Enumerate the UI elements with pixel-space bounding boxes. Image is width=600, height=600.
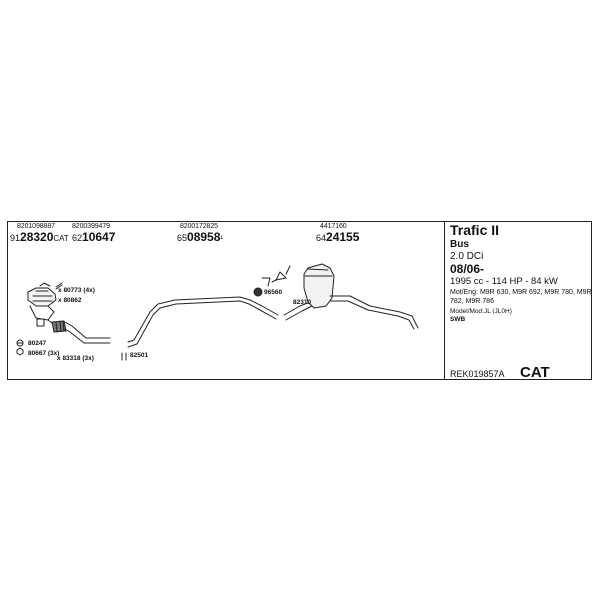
part-ref-4: 4417160 (320, 223, 347, 230)
label-text: 80667 (3x) (28, 350, 60, 357)
label-text: 80773 (4x) (63, 287, 95, 294)
vehicle-power: 1995 cc - 114 HP - 84 kW (450, 276, 558, 287)
vehicle-model: Trafic II (450, 222, 500, 238)
label-80667[interactable]: 80667 (3x) (28, 350, 59, 357)
part-number-2[interactable]: 6210647 (72, 231, 115, 245)
part-ref-3: 8200172825 (180, 223, 218, 230)
part-prefix: 91 (10, 233, 21, 243)
footer-code: REK019857A (450, 369, 505, 379)
part-main: 28320 (20, 230, 54, 244)
diagram-frame (7, 221, 592, 380)
part-main: 08958 (187, 230, 221, 244)
label-80862[interactable]: x 80862 (58, 297, 82, 304)
label-bullet: x (58, 297, 62, 304)
part-ref-2: 8200399479 (72, 223, 110, 230)
label-82501[interactable]: 82501 (130, 352, 148, 359)
label-text: 96560 (264, 289, 283, 296)
gasket-80247[interactable] (16, 339, 24, 347)
part-prefix: 64 (316, 233, 327, 243)
label-text: 82310 (293, 299, 312, 306)
vehicle-wheelbase: SWB (450, 316, 466, 323)
part-number-4[interactable]: 6424155 (316, 231, 359, 245)
part-prefix: 62 (72, 233, 83, 243)
part-main: 10647 (82, 230, 116, 244)
vehicle-model-code: Model/Mod:JL (JL0H) (450, 308, 512, 315)
label-96560[interactable]: 96560 (264, 289, 282, 296)
clamp-80773[interactable] (55, 282, 63, 290)
part-ref-1: 8201098887 (17, 223, 55, 230)
front-pipe[interactable] (64, 321, 111, 344)
middle-pipe[interactable] (127, 296, 279, 348)
label-83318[interactable]: x 83318 (3x) (57, 355, 94, 362)
vehicle-engine: 2.0 DCi (450, 251, 484, 262)
part-suffix: ¹ (220, 234, 224, 243)
label-80247[interactable]: 80247 (28, 340, 46, 347)
label-text: 80862 (63, 297, 82, 304)
vehicle-mot-line1: Mot/Eng: M9R 630, M9R 692, M9R 780, M9R (450, 289, 592, 296)
rear-muffler[interactable] (283, 263, 419, 330)
hanger-mid[interactable] (261, 277, 277, 287)
label-bullet: x (58, 287, 62, 294)
part-main: 24155 (326, 230, 360, 244)
bracket-82310[interactable] (275, 265, 291, 281)
label-bullet: x (57, 355, 61, 362)
vehicle-body: Bus (450, 239, 469, 250)
vehicle-mot-line2: 782, M9R 786 (450, 298, 494, 305)
clamp-82501[interactable] (121, 352, 127, 361)
part-prefix: 65 (177, 233, 188, 243)
part-number-3[interactable]: 6508958¹ (177, 231, 223, 245)
part-suffix: CAT (53, 234, 69, 243)
label-80773[interactable]: x 80773 (4x) (58, 287, 95, 294)
footer-cat: CAT (520, 364, 550, 381)
label-text: 82501 (130, 352, 149, 359)
label-text: 83318 (3x) (62, 355, 94, 362)
catalytic-converter[interactable] (27, 282, 63, 327)
vehicle-date: 08/06- (450, 262, 485, 276)
nut-80667[interactable] (16, 347, 24, 356)
flex-pipe[interactable] (51, 320, 67, 333)
panel-divider (444, 221, 445, 380)
label-82310[interactable]: 82310 (293, 299, 311, 306)
part-number-1[interactable]: 9128320CAT (10, 231, 69, 245)
label-text: 80247 (28, 340, 47, 347)
mount-96560[interactable] (253, 287, 263, 297)
